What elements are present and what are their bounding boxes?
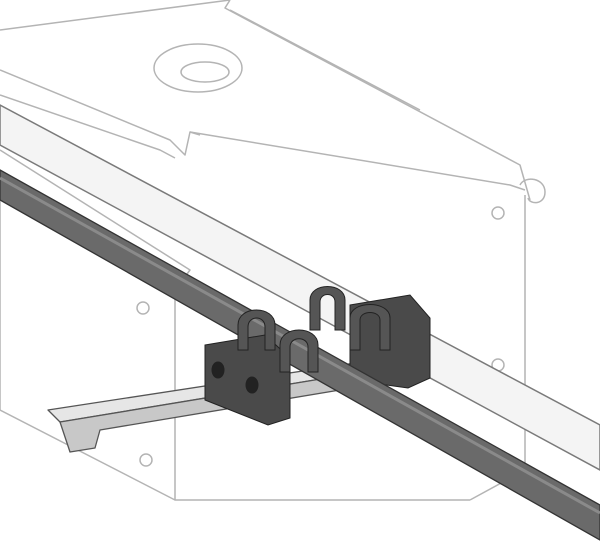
enclosure-lid-edge [0, 9, 421, 159]
enclosure-hole-inner [180, 61, 230, 83]
screw-hole [139, 453, 153, 467]
clamp-slot [245, 376, 259, 394]
clamp-ring [349, 304, 391, 351]
dark-pipe [0, 169, 600, 541]
clamp-front [204, 309, 319, 426]
screw-hole [491, 206, 505, 220]
enclosure-hole [153, 43, 243, 93]
enclosure-hinge [519, 178, 546, 204]
clamp-ring [237, 309, 276, 351]
clamp-ring [309, 286, 346, 331]
clamp-ring [279, 329, 319, 373]
dark-pipe-body [0, 169, 600, 541]
enclosure-top-face [0, 0, 531, 201]
screw-hole [136, 301, 150, 315]
clamp-slot [211, 361, 225, 379]
dark-pipe-highlight [0, 176, 600, 515]
clamp-rear [309, 286, 431, 389]
